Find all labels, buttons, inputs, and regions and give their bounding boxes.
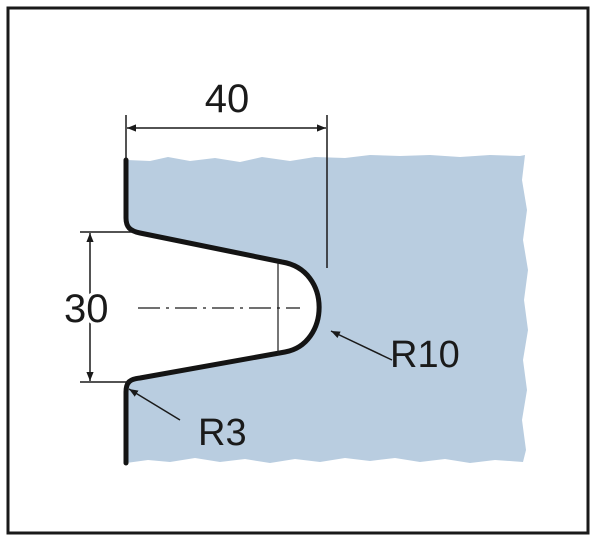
height-dimension-label: 30	[64, 287, 109, 331]
notch-profile	[123, 157, 322, 466]
width-dimension-label: 40	[205, 77, 250, 121]
height-dimension: 30	[61, 231, 132, 383]
small-radius-callout: R3	[128, 388, 247, 454]
large-radius-label: R10	[390, 334, 460, 376]
large-radius-callout: R10	[330, 330, 460, 376]
small-radius-label: R3	[198, 412, 247, 454]
part-body	[126, 155, 528, 463]
width-dimension: 40	[125, 77, 328, 268]
